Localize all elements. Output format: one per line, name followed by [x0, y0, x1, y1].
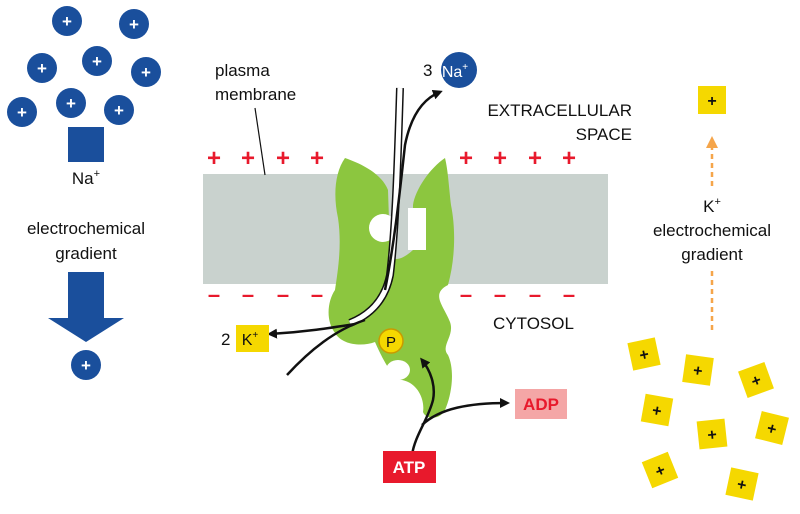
adp-box: ADP — [515, 389, 567, 419]
potassium-ion: + — [696, 418, 728, 450]
svg-text:+: + — [692, 362, 704, 380]
potassium-gradient-label: K+ — [703, 196, 721, 216]
extracellular-space-label: EXTRACELLULAR — [487, 101, 632, 120]
minus-charge: – — [242, 282, 254, 307]
svg-text:+: + — [638, 346, 651, 365]
plus-charge: + — [310, 145, 324, 172]
sodium-gradient-label: Na+ — [72, 168, 100, 188]
sodium-gradient-arrow-head — [48, 272, 124, 342]
sodium-ion: + — [119, 9, 149, 39]
potassium-ion-imported: K+ — [236, 325, 269, 352]
atp-to-adp-arrow — [421, 398, 510, 426]
plus-charge: + — [207, 145, 221, 172]
potassium-gradient-label-bg — [630, 190, 795, 270]
minus-charge: – — [494, 282, 506, 307]
svg-text:+: + — [92, 52, 102, 71]
potassium-influx-tail — [286, 318, 366, 376]
svg-text:P: P — [386, 334, 396, 351]
svg-text:+: + — [62, 12, 72, 31]
plus-charge: + — [276, 145, 290, 172]
svg-text:K+: K+ — [242, 330, 259, 349]
atp-to-phosphate-arrow — [410, 357, 435, 456]
potassium-ion-extracellular: + — [698, 86, 726, 114]
svg-text:ADP: ADP — [523, 395, 559, 414]
svg-text:+: + — [707, 93, 716, 110]
potassium-influx-arrow — [267, 322, 356, 339]
potassium-ion: + — [755, 411, 789, 445]
svg-text:+: + — [81, 356, 91, 375]
svg-text:+: + — [37, 59, 47, 78]
svg-text:Na+: Na+ — [442, 62, 468, 81]
sodium-ion: + — [104, 95, 134, 125]
potassium-count-label: 2 — [221, 330, 230, 349]
plasma-membrane-leader-line — [254, 107, 266, 176]
plasma-membrane-label: plasma — [215, 61, 270, 80]
pump-pocket-right — [408, 208, 426, 250]
minus-charge: – — [460, 282, 472, 307]
sodium-gradient-label-line2: electrochemical — [27, 219, 145, 238]
sodium-ion: + — [52, 6, 82, 36]
svg-text:+: + — [765, 420, 778, 439]
svg-text:+: + — [141, 63, 151, 82]
svg-text:+: + — [17, 103, 27, 122]
sodium-ion-cluster: + + + + + + + + — [7, 6, 161, 127]
potassium-ion: + — [641, 451, 679, 489]
cytosolic-negative-charges: – – – – – – – – — [208, 282, 575, 307]
potassium-gradient-label-line2: electrochemical — [653, 221, 771, 240]
sodium-gradient-label-line3: gradient — [55, 244, 117, 263]
potassium-ion: + — [725, 467, 759, 501]
cytosol-label: CYTOSOL — [493, 314, 574, 333]
minus-charge: – — [529, 282, 541, 307]
pump-pocket-bottom — [386, 360, 410, 380]
svg-text:+: + — [114, 101, 124, 120]
sodium-count-label: 3 — [423, 61, 432, 80]
extracellular-positive-charges: + + + + + + + + — [207, 145, 576, 172]
svg-text:+: + — [735, 476, 748, 495]
sodium-ion: + — [82, 46, 112, 76]
potassium-ion: + — [640, 393, 674, 427]
plus-charge: + — [493, 145, 507, 172]
potassium-ion: + — [738, 362, 774, 398]
phosphate-group: P — [378, 328, 404, 354]
sodium-ion: + — [56, 88, 86, 118]
sodium-ion-cytosol: + — [71, 350, 101, 380]
sodium-ion-exported: Na+ — [441, 52, 477, 88]
sodium-ion: + — [27, 53, 57, 83]
minus-charge: – — [277, 282, 289, 307]
svg-text:ATP: ATP — [393, 458, 426, 477]
plus-charge: + — [562, 145, 576, 172]
minus-charge: – — [208, 282, 220, 307]
plus-charge: + — [241, 145, 255, 172]
sodium-efflux-arrow — [383, 89, 443, 291]
sodium-ion: + — [131, 57, 161, 87]
minus-charge: – — [563, 282, 575, 307]
potassium-ion: + — [627, 337, 661, 371]
potassium-ion: + — [682, 354, 714, 386]
plasma-membrane-label-line2: membrane — [215, 85, 296, 104]
minus-charge: – — [311, 282, 323, 307]
plus-charge: + — [528, 145, 542, 172]
plus-charge: + — [459, 145, 473, 172]
sodium-gradient-arrow-top — [68, 127, 104, 162]
sodium-ion: + — [7, 97, 37, 127]
potassium-gradient-label-line3: gradient — [681, 245, 743, 264]
svg-text:+: + — [651, 402, 663, 420]
svg-text:+: + — [66, 94, 76, 113]
svg-text:+: + — [707, 427, 718, 445]
atp-box: ATP — [383, 451, 436, 483]
extracellular-space-label-line2: SPACE — [576, 125, 632, 144]
potassium-ion-cluster: + + + + + + + + — [627, 337, 789, 501]
svg-text:+: + — [129, 15, 139, 34]
